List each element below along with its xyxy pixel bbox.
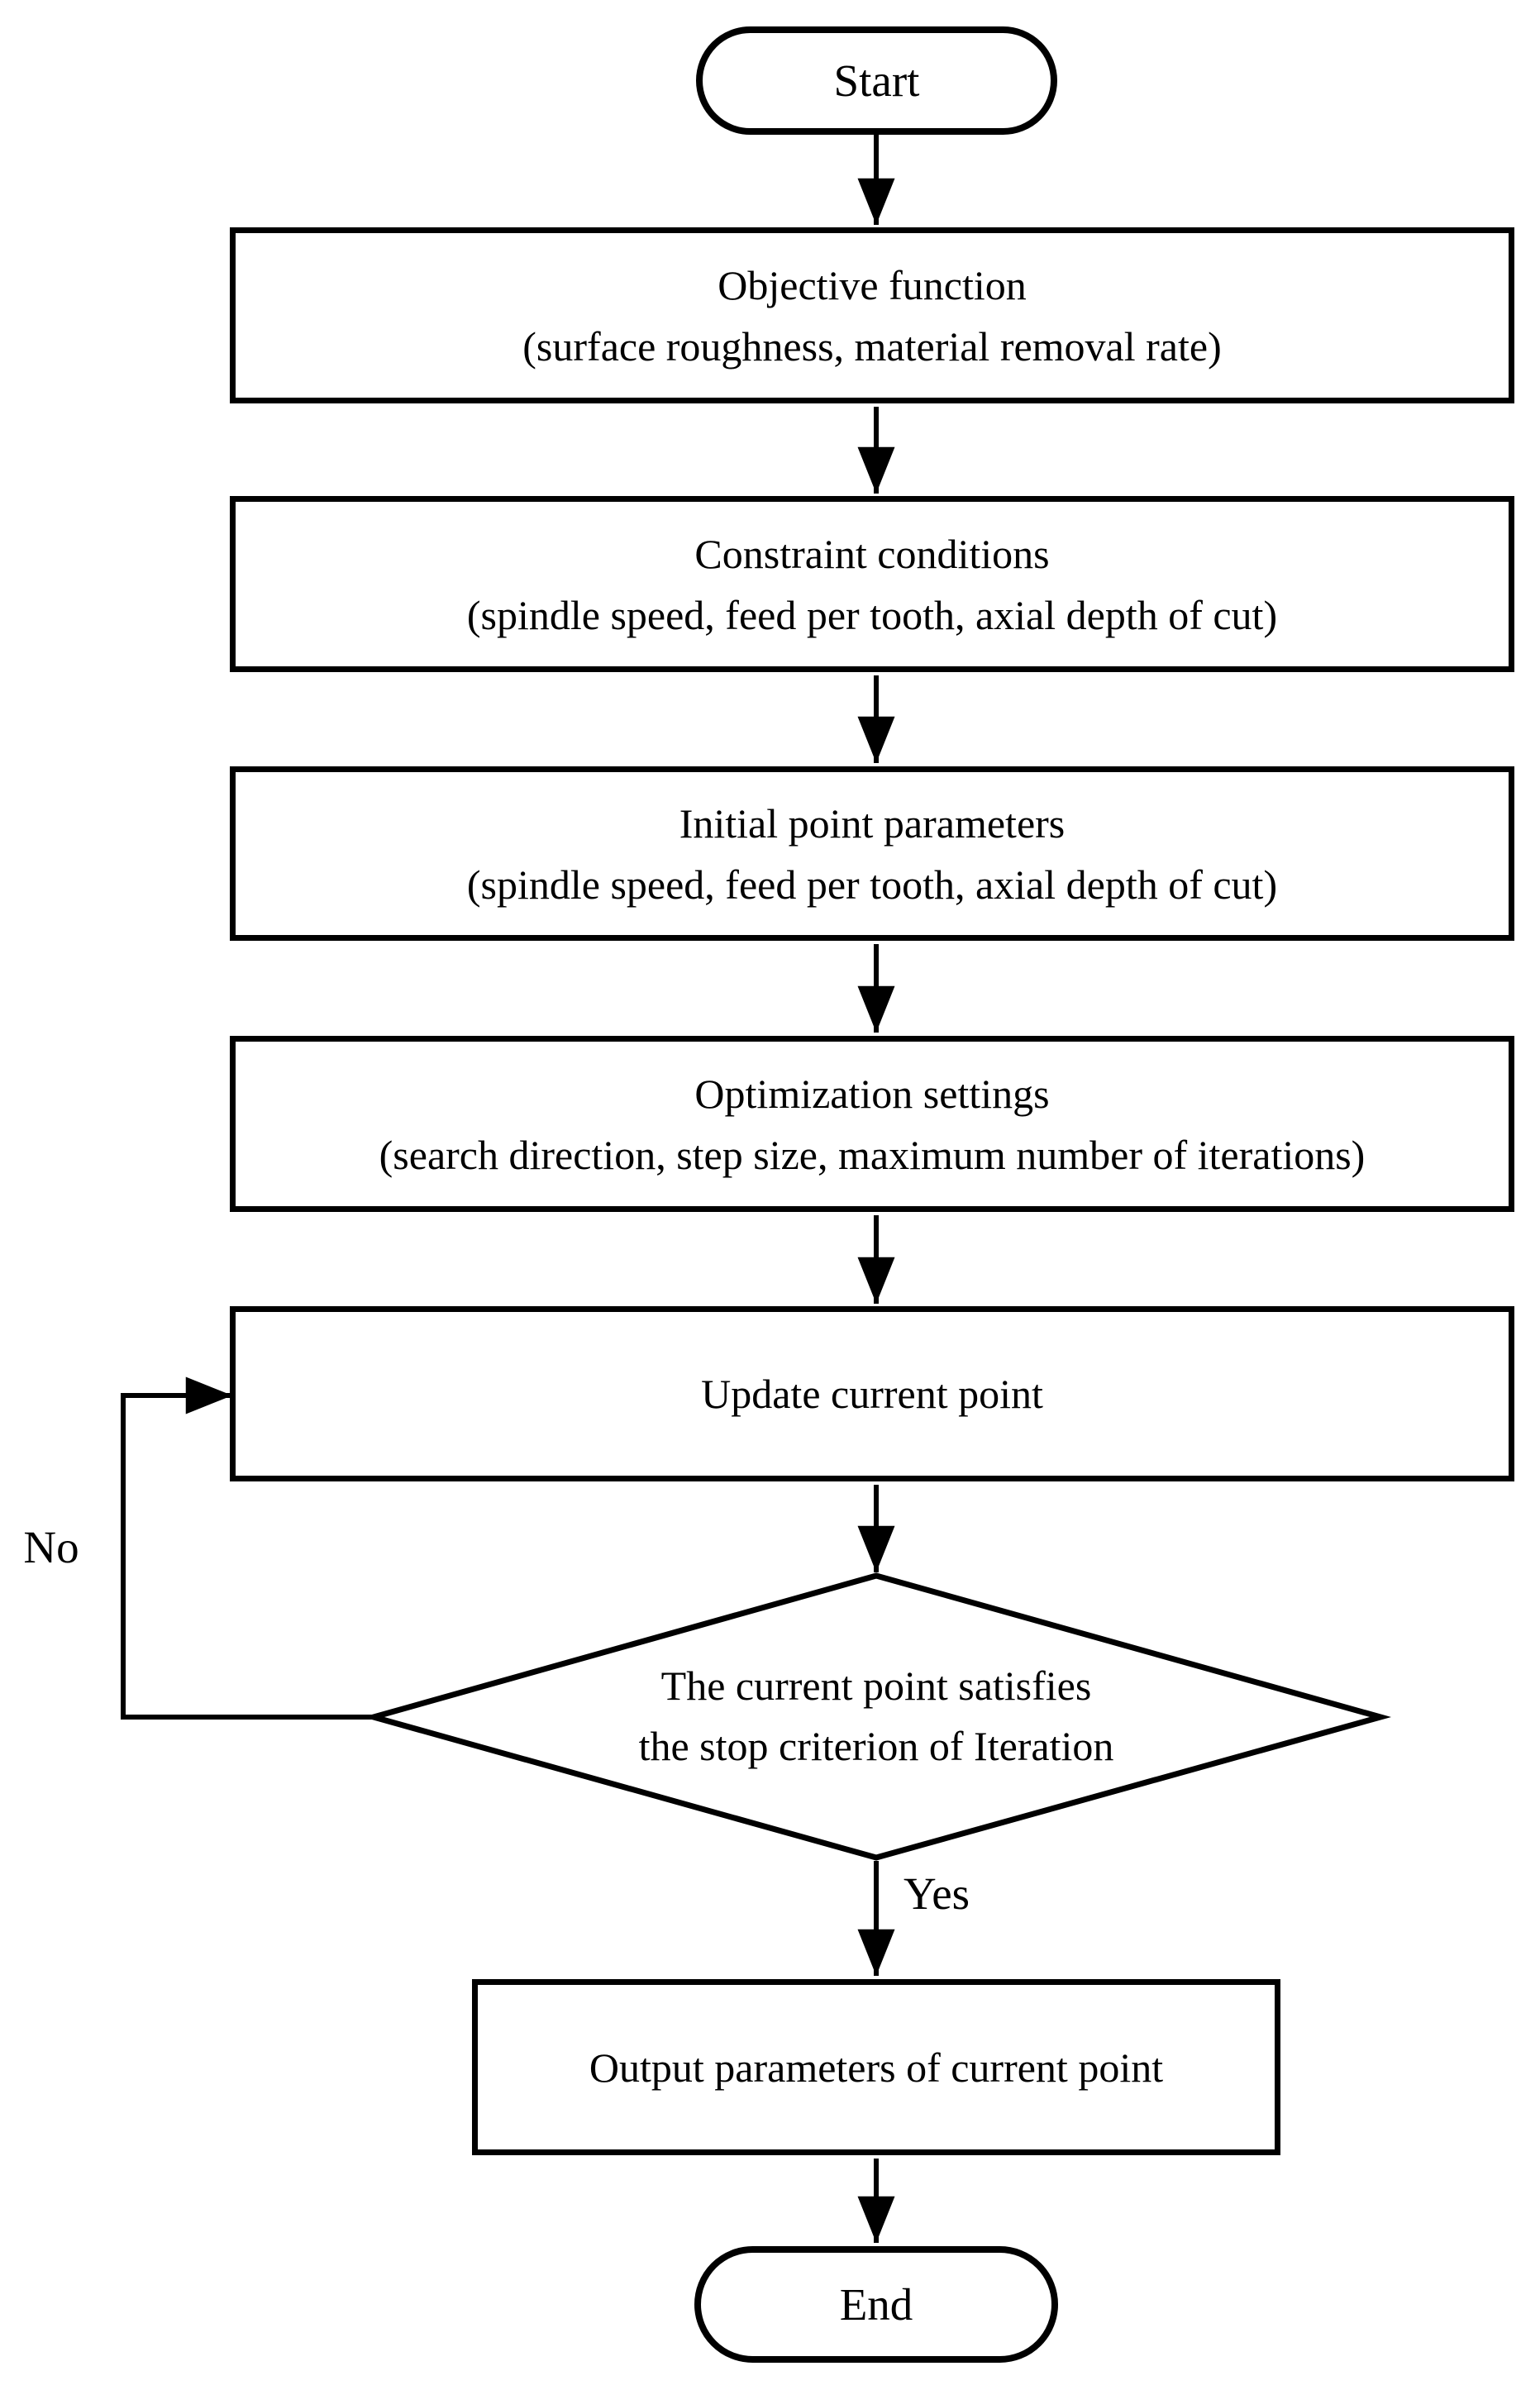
initial-point-parameters-subtitle: (spindle speed, feed per tooth, axial de… bbox=[466, 861, 1278, 908]
initial-point-parameters-title: Initial point parameters bbox=[679, 799, 1066, 847]
start-node: Start bbox=[696, 26, 1057, 135]
decision-line1: The current point satisfies bbox=[660, 1663, 1092, 1709]
start-label: Start bbox=[833, 55, 920, 106]
update-current-point-label: Update current point bbox=[701, 1371, 1043, 1417]
decision-diamond-shape bbox=[363, 1572, 1392, 1861]
decision-node-text: The current point satisfies the stop cri… bbox=[339, 1656, 1414, 1777]
decision-line2: the stop criterion of Iteration bbox=[638, 1723, 1114, 1769]
optimization-settings-subtitle: (search direction, step size, maximum nu… bbox=[379, 1131, 1366, 1178]
update-current-point-node: Update current point bbox=[230, 1306, 1514, 1481]
optimization-settings-node: Optimization settings (search direction,… bbox=[230, 1036, 1514, 1212]
initial-point-parameters-node: Initial point parameters (spindle speed,… bbox=[230, 766, 1514, 941]
edge-decision-no-loop bbox=[121, 1376, 374, 1720]
objective-function-subtitle: (surface roughness, material removal rat… bbox=[522, 322, 1222, 370]
optimization-settings-title: Optimization settings bbox=[694, 1070, 1050, 1117]
constraint-conditions-subtitle: (spindle speed, feed per tooth, axial de… bbox=[466, 591, 1278, 638]
yes-edge-label: Yes bbox=[903, 1868, 970, 1919]
constraint-conditions-title: Constraint conditions bbox=[694, 530, 1050, 577]
no-edge-label: No bbox=[23, 1522, 79, 1572]
end-node: End bbox=[694, 2246, 1058, 2363]
output-parameters-label: Output parameters of current point bbox=[589, 2044, 1164, 2091]
objective-function-node: Objective function (surface roughness, m… bbox=[230, 227, 1514, 403]
output-parameters-node: Output parameters of current point bbox=[472, 1979, 1280, 2155]
end-label: End bbox=[839, 2279, 913, 2330]
objective-function-title: Objective function bbox=[718, 261, 1027, 308]
constraint-conditions-node: Constraint conditions (spindle speed, fe… bbox=[230, 496, 1514, 672]
